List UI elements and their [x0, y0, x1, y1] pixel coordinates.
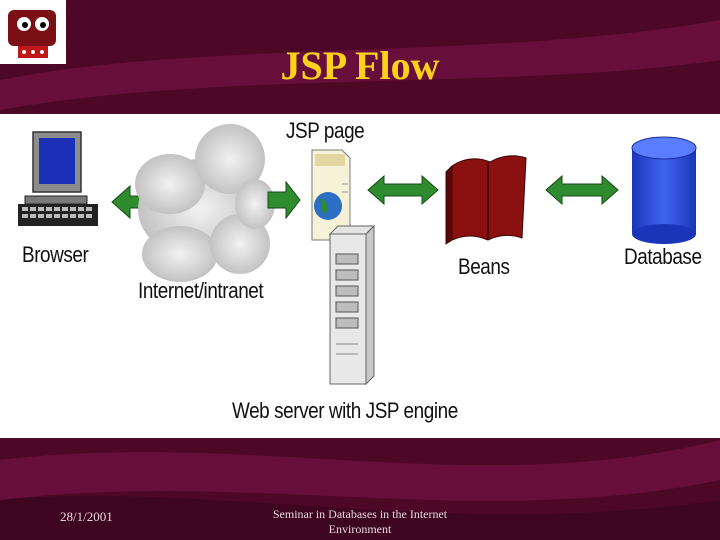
arrow-internet-jsp	[267, 180, 301, 220]
diagram-panel: Browser Internet/intranet JSP page Beans…	[0, 114, 720, 438]
document-icon	[311, 149, 351, 241]
arrow-beans-database	[545, 174, 619, 206]
server-icon	[328, 224, 376, 386]
footer-text: Seminar in Databases in the Internet Env…	[272, 507, 448, 536]
web-server-label: Web server with JSP engine	[232, 398, 458, 423]
arrow-jsp-beans	[367, 174, 439, 206]
browser-label: Browser	[22, 242, 89, 267]
cloud-icon	[135, 124, 275, 282]
mascot-icon	[8, 10, 56, 58]
slide-title: JSP Flow	[280, 43, 440, 88]
internet-label: Internet/intranet	[138, 278, 264, 303]
footer-date: 28/1/2001	[60, 509, 113, 524]
computer-icon	[18, 131, 98, 226]
beans-label: Beans	[458, 254, 510, 279]
database-icon	[631, 136, 697, 244]
logo	[0, 0, 66, 64]
database-label: Database	[624, 244, 702, 269]
jsp-page-label: JSP page	[286, 118, 365, 143]
jsp-flow-diagram	[18, 124, 697, 386]
book-icon	[445, 155, 527, 245]
